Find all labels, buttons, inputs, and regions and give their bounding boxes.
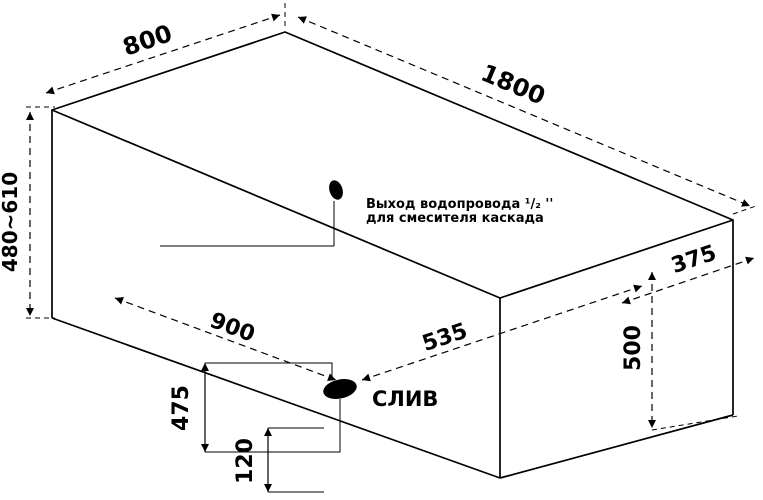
dim-800-label: 800 (119, 19, 175, 61)
dimension-lines (26, 13, 755, 492)
dim-height-range-label: 480~610 (0, 172, 22, 272)
outlet-note-line1: Выход водопровода ¹/₂ '' (366, 197, 553, 212)
dim-475-label: 475 (169, 385, 194, 431)
drain-hole (323, 379, 357, 399)
outlet-note-line2: для смесителя каскада (366, 211, 544, 226)
dim-500-label: 500 (621, 325, 646, 371)
water-outlet-hole (329, 180, 343, 200)
extension-lines (26, 3, 757, 431)
drain-label: СЛИВ (372, 387, 438, 411)
dim-120-label: 120 (233, 438, 258, 484)
tub-outline (51, 31, 734, 479)
dim-375-label: 375 (668, 241, 719, 279)
dim-535-label: 535 (419, 319, 470, 357)
dim-1800-label: 1800 (477, 59, 549, 111)
construction-lines (160, 201, 341, 493)
